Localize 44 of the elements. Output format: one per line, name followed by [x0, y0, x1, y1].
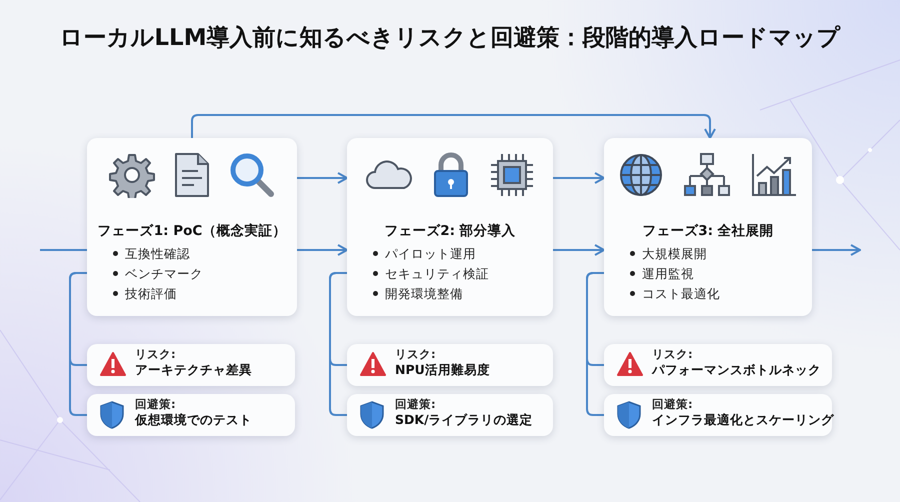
bullet-item: コスト最適化 — [642, 286, 720, 301]
risk-card — [87, 344, 295, 386]
card-text: 仮想環境でのテスト — [135, 412, 252, 429]
phase-card — [87, 138, 297, 316]
risk-card — [604, 344, 832, 386]
bullet-item: ベンチマーク — [125, 266, 203, 281]
arrow — [297, 172, 348, 184]
arrow — [297, 244, 348, 256]
card-label: リスク: — [395, 347, 436, 362]
card-text: パフォーマンスボトルネック — [652, 362, 821, 379]
arrow — [812, 244, 861, 256]
connector-line — [329, 272, 347, 416]
card-label: 回避策: — [652, 397, 693, 412]
card-text: アーキテクチャ差異 — [135, 362, 252, 379]
phase-title: フェーズ2: 部分導入 — [384, 222, 516, 240]
bullet-item: セキュリティ検証 — [385, 266, 489, 281]
risk-card — [347, 344, 553, 386]
card-label: 回避策: — [135, 397, 176, 412]
line — [40, 249, 87, 251]
phase-title: フェーズ3: 全社展開 — [642, 222, 774, 240]
arrow — [191, 114, 716, 139]
title: ローカルLLM導入前に知るべきリスクと回避策：段階的導入ロードマップ — [58, 24, 842, 53]
bullet-item: 開発環境整備 — [385, 286, 463, 301]
arrow — [553, 244, 605, 256]
phase-card — [347, 138, 553, 316]
arrow — [553, 172, 605, 184]
card-text: インフラ最適化とスケーリング — [652, 412, 834, 429]
bullet-item: パイロット運用 — [385, 246, 476, 261]
bullet-item: 互換性確認 — [125, 246, 190, 261]
phase-card — [604, 138, 812, 316]
card-label: リスク: — [652, 347, 693, 362]
card-label: 回避策: — [395, 397, 436, 412]
bullet-item: 運用監視 — [642, 266, 694, 281]
card-text: SDK/ライブラリの選定 — [395, 412, 533, 429]
connector-line — [69, 272, 87, 416]
countermeasure-card — [87, 394, 295, 436]
card-label: リスク: — [135, 347, 176, 362]
phase-title: フェーズ1: PoC（概念実証） — [98, 222, 286, 240]
bullet-item: 大規模展開 — [642, 246, 707, 261]
bullet-item: 技術評価 — [125, 286, 177, 301]
connector-line — [586, 272, 604, 416]
countermeasure-card — [604, 394, 832, 436]
countermeasure-card — [347, 394, 553, 436]
card-text: NPU活用難易度 — [395, 362, 490, 379]
